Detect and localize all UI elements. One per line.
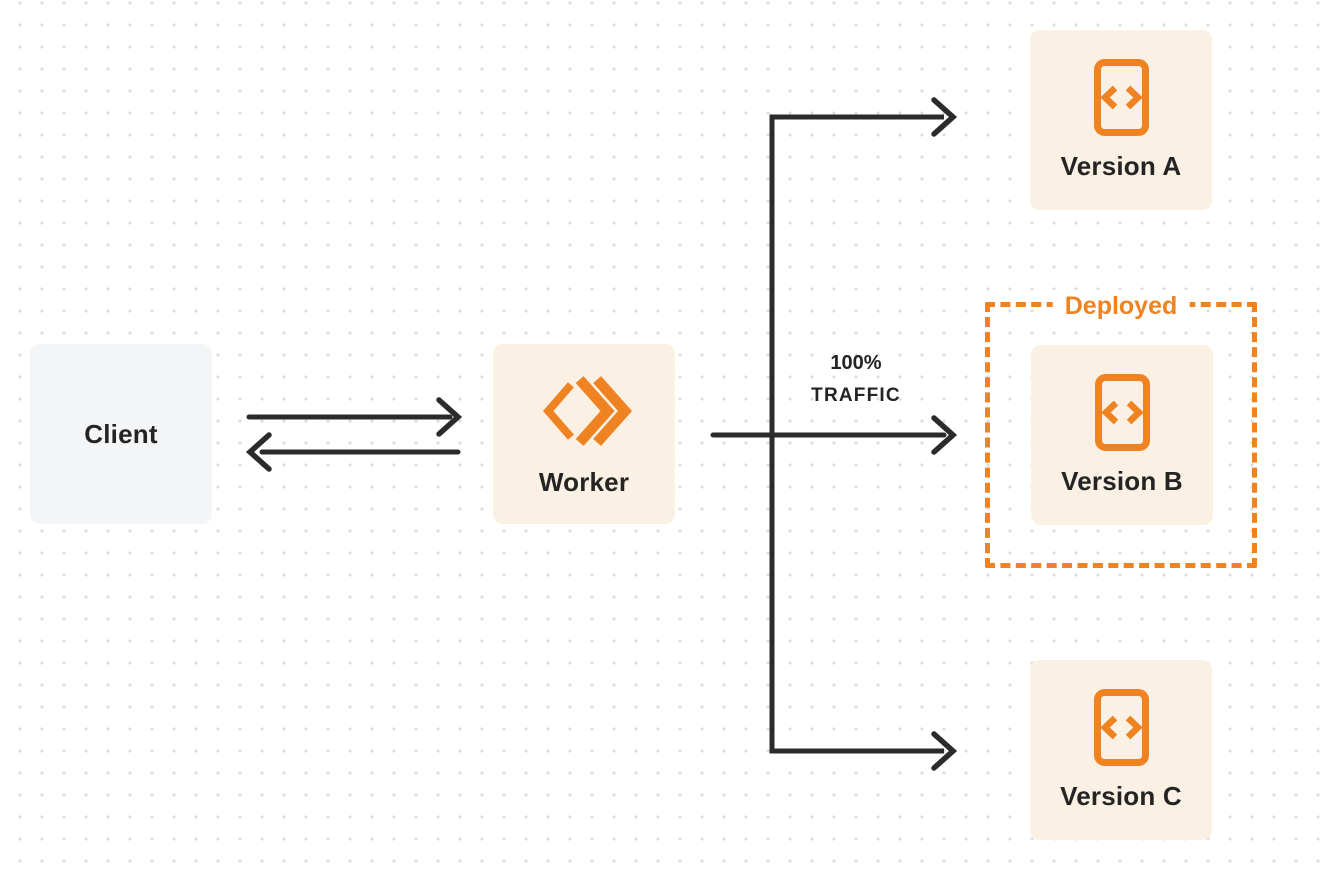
worker-node: Worker [493, 344, 675, 524]
arrowhead-version-b [931, 415, 958, 455]
version-b-label: Version B [1061, 465, 1183, 496]
code-icon [1094, 373, 1150, 451]
traffic-annotation: 100% TRAFFIC [756, 351, 956, 408]
worker-label: Worker [538, 466, 630, 497]
version-a-node: Version A [1030, 30, 1212, 210]
workers-logo-icon [543, 375, 633, 446]
code-icon [1093, 688, 1149, 766]
version-c-label: Version C [1060, 780, 1182, 811]
client-node: Client [30, 344, 212, 524]
traffic-word-label: TRAFFIC [811, 385, 901, 406]
arrowhead-version-c [931, 731, 958, 771]
deployed-group-outline: Deployed [985, 290, 1257, 568]
client-label: Client [84, 418, 158, 449]
client-to-worker-arrow [246, 397, 463, 437]
arrowhead-version-a [931, 97, 958, 137]
worker-to-client-arrow [245, 432, 461, 472]
traffic-percent-label: 100% [830, 352, 882, 374]
version-a-label: Version A [1060, 150, 1182, 181]
version-c-node: Version C [1030, 660, 1212, 840]
deployed-label: Deployed [1052, 290, 1190, 322]
code-icon [1093, 58, 1149, 136]
worker-to-version-b-arrow [710, 415, 958, 455]
version-b-node: Version B [1031, 345, 1213, 525]
